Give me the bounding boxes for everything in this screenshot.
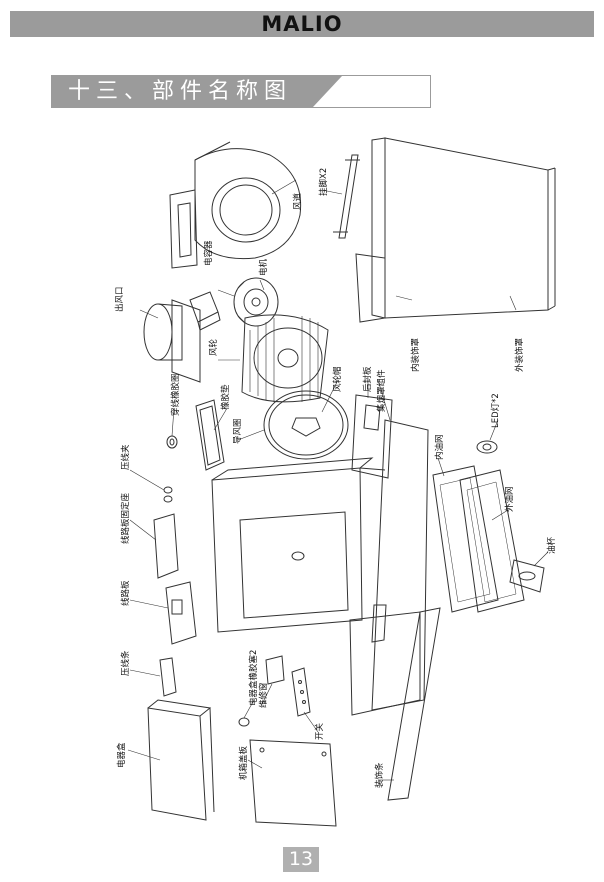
label-hook: 挂脚X2 [318,168,329,196]
label-service-window: 维修窗 [258,682,269,708]
wind-duct-drawing [169,141,302,269]
label-capacitor: 电容器 [203,240,214,266]
label-switch: 开关 [314,722,325,740]
outlet-drawing [143,299,201,383]
label-inner-filter: 内油网 [434,434,445,460]
inner-filter-drawing [432,465,499,613]
label-inlet-ring: 导风圈 [233,418,243,444]
capacitor-drawing [189,291,221,331]
label-cabinet-cover: 机箱盖板 [238,745,249,780]
trim-strip-drawing [387,607,441,801]
outer-filter-drawing [459,469,525,613]
section-title: 十三、部件名称图 [68,79,293,104]
label-box-grommet: 电器盒橡胶塞2 [248,650,259,706]
led-drawing [476,440,498,454]
label-impeller-cap: 风轮帽 [332,366,343,392]
section-heading-fill [52,76,342,107]
label-led: LED灯*2 [490,393,501,428]
label-outlet: 出风口 [114,286,125,312]
label-electrical-box: 电器盒 [116,742,127,768]
decor-cover-drawing [355,137,556,323]
electrical-box-drawing [147,699,215,821]
main-cabinet-drawing [211,457,386,633]
section-heading: 十三、部件名称图 [51,75,431,108]
inlet-ring-drawing [263,390,349,460]
rubber-pad-drawing [195,399,225,471]
label-wire-clip: 压线夹 [120,444,131,470]
leader-lines [127,179,549,781]
wire-grommet-drawing [166,435,178,449]
page-number: 13 [283,847,319,872]
hook-drawing [333,154,360,239]
motor-drawing [233,277,279,327]
brand-logo: MALIO [261,12,343,36]
label-trim-strip: 装饰条 [374,762,385,788]
wire-clip-drawing [163,486,173,503]
wire-strip-drawing [159,657,177,697]
label-wire-grommet: 穿线橡胶圈 [170,373,181,416]
label-inner-cover: 内装饰罩 [410,337,421,372]
label-fume-hood: 集烟罩组件 [376,369,387,412]
impeller-drawing [241,314,329,403]
pcb-drawing [165,581,197,645]
pcb-holder-drawing [153,513,179,579]
label-pcb-holder: 线路板固定座 [120,492,131,544]
label-outer-filter: 外油网 [504,486,515,512]
label-rear-plate: 后封板 [362,366,373,392]
label-wind-duct: 风道 [292,192,303,210]
label-outer-cover: 外装饰罩 [514,337,525,372]
box-grommet-drawing [238,717,250,727]
label-rubber-pad: 橡胶垫 [220,384,231,410]
rear-plate-drawing [351,394,393,479]
label-pcb: 线路板 [120,580,131,606]
label-wire-strip: 压线条 [120,650,131,676]
header-bar: MALIO [10,11,594,37]
cabinet-cover-drawing [249,739,337,827]
label-oil-cup: 油杯 [546,536,557,554]
switch-drawing [291,667,311,717]
label-impeller: 风轮 [208,338,219,356]
oil-cup-drawing [509,559,545,593]
label-motor: 电机 [258,258,269,276]
service-window-drawing [265,655,285,685]
